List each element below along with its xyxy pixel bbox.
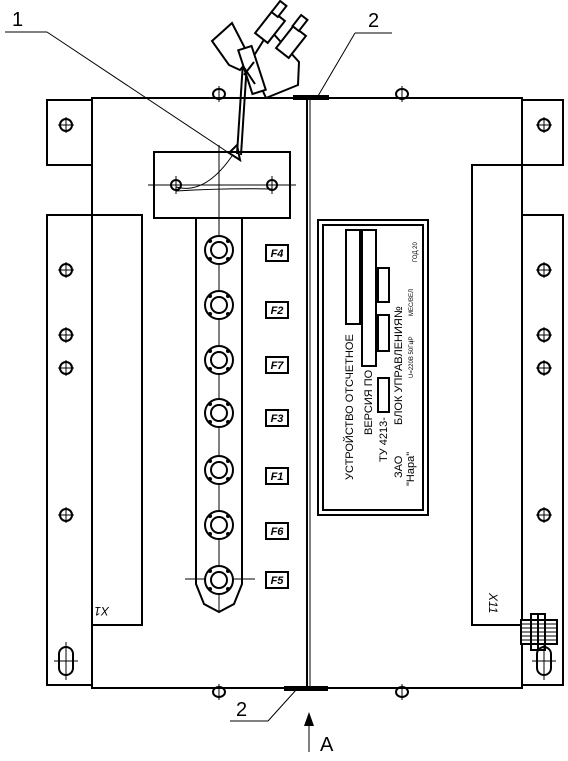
nameplate-text-ip: IP: [409, 336, 415, 342]
fuse-label-f5: F5: [265, 571, 289, 589]
callout-1-label: 1: [12, 9, 23, 31]
fuse-holder-f5: [204, 565, 234, 595]
svg-text:F6: F6: [271, 526, 285, 538]
fuse-holder-f1: [204, 455, 234, 485]
fuse-label-f1: F1: [265, 467, 289, 485]
nameplate-text-company: ЗАО: [393, 455, 405, 478]
nameplate-text-number: №: [393, 306, 405, 318]
nameplate-text-brand: "Нара": [405, 452, 417, 486]
fuse-label-f7: F7: [265, 356, 289, 374]
seal-top: [293, 95, 329, 100]
callout-2-bottom-label: 2: [236, 699, 247, 721]
mounting-hole: [536, 117, 552, 133]
callout-2-bottom: 2: [230, 689, 297, 722]
fuse-holder-f6: [204, 510, 234, 540]
svg-text:F4: F4: [271, 248, 284, 260]
fuse-labels: F4 F2 F7 F3 F1 F6 F5: [265, 244, 289, 589]
mounting-hole: [536, 360, 552, 376]
nameplate-field-software-version: [345, 229, 361, 325]
callout-2-top: 2: [317, 10, 392, 97]
svg-text:F1: F1: [271, 471, 284, 483]
nameplate: УСТРОЙСТВО ОТСЧЕТНОЕ ВЕРСИЯ ПО ТУ 4213- …: [317, 219, 429, 516]
nameplate-text-tu: ТУ 4213-: [378, 417, 390, 462]
fuse-label-f3: F3: [265, 409, 289, 427]
nameplate-text-voltage: U=220В 50Гц: [409, 341, 415, 378]
mounting-hole: [58, 327, 74, 343]
connector-x1-label: X1: [94, 604, 110, 618]
bottom-screw-right: [395, 684, 409, 700]
fuse-label-f2: F2: [265, 301, 289, 319]
seal-bottom: [284, 686, 328, 691]
view-a-label: A: [320, 734, 334, 756]
fuse-holders: [204, 235, 234, 595]
right-mounting-bracket: [522, 99, 564, 686]
nameplate-field-serial: [377, 267, 390, 303]
nameplate-field-code: [377, 377, 390, 413]
fuse-label-f6: F6: [265, 522, 289, 540]
nameplate-text-unit: БЛОК УПРАВЛЕНИЯ: [393, 318, 405, 425]
connector-x11-label: X11: [486, 592, 500, 613]
svg-text:F5: F5: [271, 575, 285, 587]
nameplate-text-year: ГОД 20: [413, 241, 419, 262]
nameplate-text-device: УСТРОЙСТВО ОТСЧЕТНОЕ: [343, 334, 356, 480]
mounting-hole: [58, 117, 74, 133]
top-screw-right: [395, 86, 409, 102]
bottom-screw-left: [212, 684, 226, 700]
nameplate-text-month: МЕС/ВЕЛ: [409, 289, 415, 316]
nameplate-field-version-value: [361, 229, 377, 367]
fuse-label-f4: F4: [265, 244, 289, 262]
svg-text:F2: F2: [271, 305, 284, 317]
mounting-hole: [536, 327, 552, 343]
view-arrow-a: A: [304, 712, 334, 756]
connector-x1-area: X1: [91, 214, 143, 626]
callout-1: 1: [5, 9, 233, 156]
mounting-hole: [536, 262, 552, 278]
side-connector-plug: [520, 613, 558, 651]
fuse-holder-f7: [204, 345, 234, 375]
top-screw-left: [212, 86, 226, 102]
nameplate-field-tu: [377, 314, 390, 352]
nameplate-text-version: ВЕРСИЯ ПО: [363, 369, 375, 435]
callout-2-top-label: 2: [368, 10, 379, 32]
mounting-hole: [58, 507, 74, 523]
cover-screw-right: [266, 176, 278, 194]
svg-text:F7: F7: [271, 360, 285, 372]
mounting-hole: [58, 262, 74, 278]
fuse-panel: [185, 150, 255, 614]
mounting-hole: [536, 507, 552, 523]
left-mounting-bracket: [46, 99, 92, 686]
mounting-hole: [58, 360, 74, 376]
fuse-holder-f4: [204, 235, 234, 265]
svg-text:F3: F3: [271, 413, 284, 425]
fuse-cover-plate: [148, 142, 296, 225]
cable-gland: [210, 0, 309, 156]
fuse-holder-f3: [204, 398, 234, 428]
mounting-slot: [54, 642, 78, 680]
fuse-holder-f2: [204, 290, 234, 320]
connector-x11-area: X11: [471, 164, 523, 626]
